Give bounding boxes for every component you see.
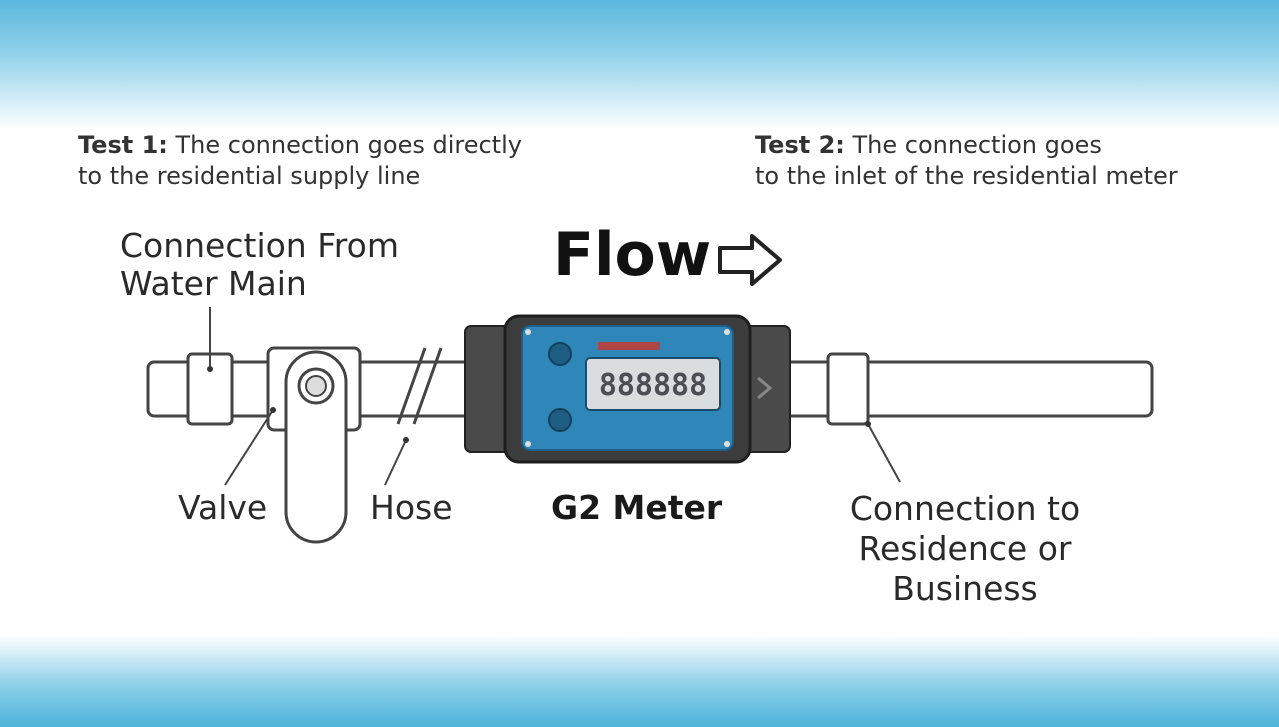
test-1-text-line1: The connection goes directly	[175, 131, 522, 159]
test-1-text-line2: to the residential supply line	[78, 162, 421, 190]
meter-screw	[724, 441, 730, 447]
meter-brand-strip	[598, 342, 660, 350]
top-gradient-band	[0, 0, 1279, 130]
test-2-text-line1: The connection goes	[852, 131, 1102, 159]
valve-label: Valve	[178, 488, 268, 527]
residence-label-line2: Residence or	[858, 529, 1072, 568]
water-main-label-line2: Water Main	[120, 264, 307, 303]
valve-leader-dot	[270, 407, 276, 413]
valve-leader	[224, 409, 274, 486]
water-main-label: Connection From Water Main	[120, 227, 460, 303]
water-main-fitting-dot	[207, 366, 213, 372]
hose-leader	[384, 439, 407, 486]
residence-label: Connection to Residence or Business	[810, 489, 1120, 609]
valve-handle	[284, 350, 348, 544]
flow-arrow-icon	[718, 234, 782, 286]
meter-label: G2 Meter	[551, 488, 723, 527]
test-2-text-line2: to the inlet of the residential meter	[755, 162, 1178, 190]
test-1-heading: Test 1:	[78, 131, 168, 159]
bottom-gradient-band	[0, 635, 1279, 727]
residence-fitting	[826, 352, 870, 426]
residence-label-line1: Connection to	[849, 489, 1081, 528]
flow-label: Flow	[553, 220, 712, 290]
residence-label-line3: Business	[892, 569, 1038, 608]
meter-button-bottom	[548, 408, 572, 432]
residence-leader	[867, 423, 901, 483]
test-2-heading: Test 2:	[755, 131, 845, 159]
test-1-note: Test 1: The connection goes directly to …	[78, 130, 598, 192]
meter-direction-arrow-icon	[757, 376, 773, 400]
meter-lcd	[585, 357, 721, 411]
meter-lcd-digits: 888888	[599, 368, 707, 403]
meter-button-top	[548, 342, 572, 366]
meter-screw	[724, 329, 730, 335]
hose-leader-dot	[403, 437, 409, 443]
valve-stem-cap	[305, 375, 327, 397]
residence-leader-dot	[865, 421, 871, 427]
meter-screw	[525, 329, 531, 335]
hose-break-mark-1	[396, 347, 427, 425]
water-main-label-line1: Connection From	[120, 226, 399, 265]
meter-screw	[525, 441, 531, 447]
hose-break-mark-2	[412, 347, 443, 425]
test-2-note: Test 2: The connection goes to the inlet…	[755, 130, 1255, 192]
hose-label: Hose	[370, 488, 453, 527]
